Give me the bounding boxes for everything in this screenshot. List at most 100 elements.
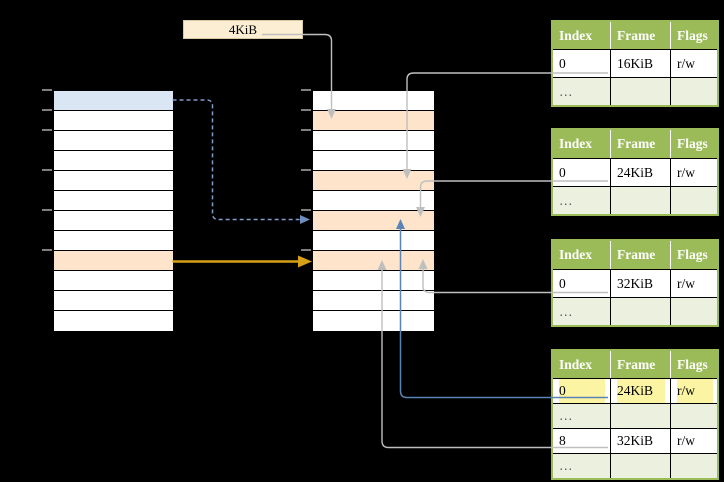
column-header-index: Index	[559, 28, 593, 43]
tick-mark	[301, 209, 311, 211]
frame-row-2	[313, 131, 434, 151]
column-header-index: Index	[559, 357, 593, 372]
cell: 32KiB	[610, 270, 670, 297]
cell: …	[559, 304, 573, 319]
column-header-flags: Flags	[670, 241, 717, 269]
frame-row-5	[313, 191, 434, 211]
virtual-memory-row-5	[54, 191, 173, 211]
cell: 16KiB	[610, 50, 670, 77]
virtual-memory-column	[53, 90, 174, 332]
physical-memory-column	[312, 90, 435, 332]
cell: …	[559, 458, 573, 473]
virtual-memory-row-2	[54, 131, 173, 151]
cell: …	[559, 408, 573, 423]
arrow-identity-mapped-gold	[172, 255, 312, 268]
virtual-memory-row-8	[54, 251, 173, 271]
cell: 32KiB	[610, 429, 670, 453]
cell	[610, 404, 670, 428]
page-table-16kib-row-1: …	[553, 77, 717, 105]
column-header-frame: Frame	[610, 241, 670, 269]
tick-mark	[301, 109, 311, 111]
cell	[610, 78, 670, 105]
virtual-memory-row-6	[54, 211, 173, 231]
tick-mark	[42, 169, 52, 171]
frame-row-11	[313, 311, 434, 331]
virtual-memory-row-9	[54, 271, 173, 291]
cell: 0	[559, 56, 566, 71]
column-header-frame: Frame	[610, 130, 670, 158]
tick-mark	[42, 89, 52, 91]
cell	[670, 454, 717, 478]
column-header-index: Index	[559, 247, 593, 262]
virtual-memory-row-0	[54, 91, 173, 111]
highlighted-value: 0	[559, 379, 605, 403]
tick-mark	[301, 169, 311, 171]
cell: 0	[559, 276, 566, 291]
cell	[670, 187, 717, 214]
virtual-memory-row-1	[54, 111, 173, 131]
cell	[610, 454, 670, 478]
frame-row-4	[313, 171, 434, 191]
highlighted-value: 24KiB	[617, 379, 665, 403]
page-table-24kib-row-1: …	[553, 186, 717, 214]
highlighted-value: r/w	[677, 379, 713, 403]
cell: r/w	[670, 270, 717, 297]
cell	[610, 298, 670, 325]
frame-row-9	[313, 271, 434, 291]
cell: 0	[559, 165, 566, 180]
cell: 0	[553, 379, 610, 403]
cell: r/w	[670, 429, 717, 453]
cell: r/w	[670, 379, 717, 403]
cell	[670, 298, 717, 325]
tick-mark	[42, 109, 52, 111]
cell: r/w	[670, 50, 717, 77]
frame-row-7	[313, 231, 434, 251]
cell: r/w	[670, 159, 717, 186]
cell	[610, 187, 670, 214]
virtual-memory-row-7	[54, 231, 173, 251]
frame-row-6	[313, 211, 434, 231]
tick-mark	[301, 129, 311, 131]
tick-mark	[42, 129, 52, 131]
cell	[670, 78, 717, 105]
virtual-memory-row-10	[54, 291, 173, 311]
column-header-flags: Flags	[670, 130, 717, 158]
page-table-level2-row-0: 0 24KiB r/w	[553, 378, 717, 403]
column-header-flags: Flags	[670, 22, 717, 49]
cell: 24KiB	[610, 379, 670, 403]
column-header-flags: Flags	[670, 351, 717, 378]
cell: 8	[559, 433, 566, 448]
virtual-memory-row-4	[54, 171, 173, 191]
cell: …	[559, 193, 573, 208]
page-table-level2-row-1: …	[553, 403, 717, 428]
frame-row-3	[313, 151, 434, 171]
frame-row-8	[313, 251, 434, 271]
cell: …	[559, 84, 573, 99]
frame-row-0	[313, 91, 434, 111]
virtual-memory-row-3	[54, 151, 173, 171]
column-header-index: Index	[559, 136, 593, 151]
arrow-virtual-page-dashed	[172, 99, 310, 224]
page-size-label: 4KiB	[228, 22, 258, 37]
tick-mark	[301, 249, 311, 251]
page-table-level2-row-3: …	[553, 453, 717, 478]
column-header-frame: Frame	[610, 351, 670, 378]
frame-row-1	[313, 111, 434, 131]
cell	[670, 404, 717, 428]
page-size-label-box: 4KiB	[183, 20, 303, 39]
tick-mark	[42, 209, 52, 211]
frame-row-10	[313, 291, 434, 311]
cell: 24KiB	[610, 159, 670, 186]
